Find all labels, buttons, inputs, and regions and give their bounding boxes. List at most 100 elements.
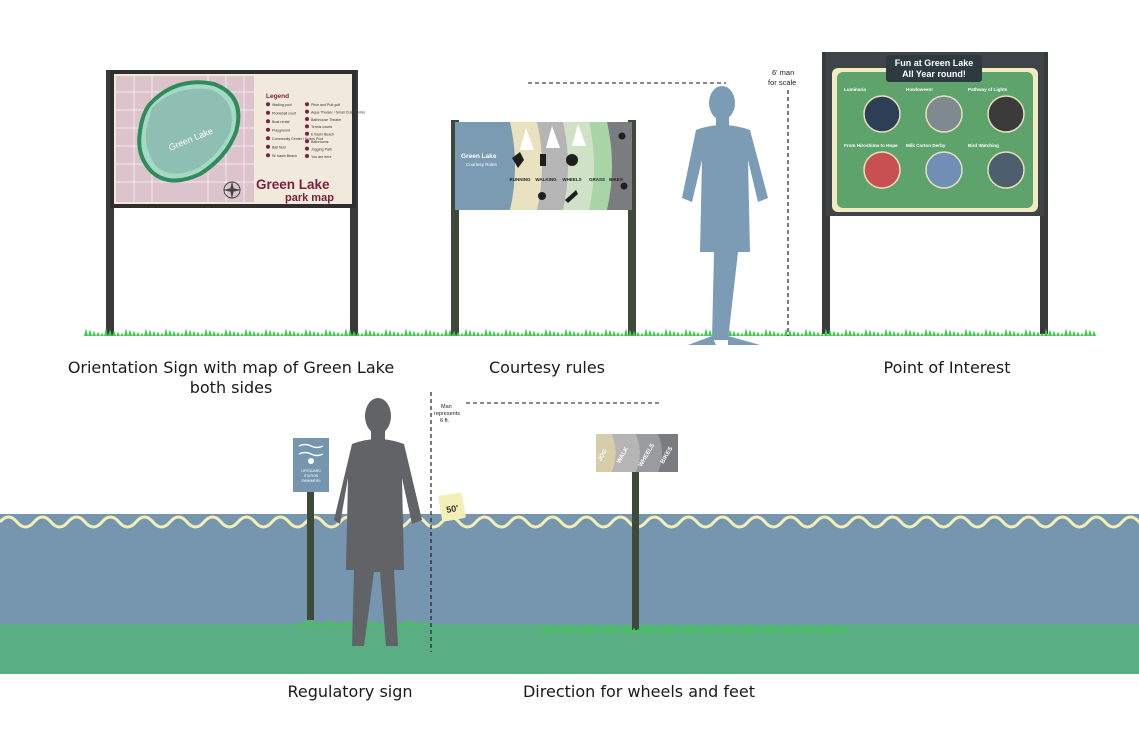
poi-panel-label: Bird Watching — [968, 143, 999, 148]
poi-panel-image — [987, 95, 1025, 133]
legend-marker-icon — [266, 119, 270, 124]
courtesy-post-left — [451, 120, 459, 336]
caption-regulatory: Regulatory sign — [287, 682, 413, 701]
courtesy-title-block — [455, 122, 520, 210]
poi-panel-image — [925, 95, 963, 133]
legend-item: Community Center / Evans Pool — [272, 137, 323, 141]
walker-icon — [540, 154, 546, 166]
scale-note-line1: 6' man — [772, 68, 794, 77]
swimmer-icon — [308, 458, 314, 464]
regulatory-panel — [293, 438, 329, 492]
regulatory-line: STATION — [304, 474, 319, 478]
courtesy-band-label: BIKES — [609, 177, 623, 182]
legend-marker-icon — [305, 154, 309, 158]
legend-item: Pickleball court — [272, 112, 296, 116]
legend-marker-icon — [266, 144, 270, 149]
legend-marker-icon — [305, 102, 309, 107]
caption-orientation: Orientation Sign with map of Green Lake … — [60, 358, 402, 398]
caption-point-of-interest: Point of Interest — [883, 358, 1011, 377]
courtesy-subtitle: Courtesy Rules — [466, 162, 498, 167]
wave-icon — [298, 443, 324, 449]
lawn-strip — [0, 624, 1139, 674]
poi-panel-label: Howloween! — [906, 87, 933, 92]
bike-wheel-icon — [618, 132, 626, 140]
courtesy-arrows — [520, 124, 586, 150]
courtesy-band-label: WALKING — [535, 177, 557, 182]
caption-orientation-line2: both sides — [189, 378, 273, 397]
man-silhouette-gray — [334, 398, 422, 646]
legend-marker-icon — [305, 109, 309, 114]
wave-icon — [298, 451, 324, 457]
legend-item: Aqua Theater / Small Craft Center — [311, 110, 366, 114]
poi-panel-image — [863, 151, 901, 189]
arrow-up-icon — [546, 126, 560, 148]
skateboard-icon — [565, 190, 578, 203]
poi-panel-label: Pathway of Lights — [968, 87, 1008, 92]
courtesy-post-right — [628, 120, 636, 336]
band-walking — [537, 122, 573, 210]
band-walk — [612, 434, 640, 472]
runner-icon — [512, 152, 524, 168]
poi-subtitle: All Year round! — [902, 69, 966, 79]
courtesy-title: Green Lake — [461, 153, 497, 160]
legend-marker-icon — [266, 153, 270, 158]
caption-courtesy: Courtesy rules — [488, 358, 606, 377]
arrow-up-icon — [572, 124, 586, 146]
band-running — [510, 122, 547, 210]
legend-marker-icon — [305, 139, 309, 144]
legend-item: W. basin Beach — [272, 154, 297, 158]
lake-scene — [0, 514, 1139, 674]
legend-title: Legend — [266, 93, 289, 100]
legend-item: Bathrooms — [311, 140, 329, 144]
grass-tuft — [540, 625, 848, 632]
legend-marker-icon — [305, 124, 309, 129]
regulatory-line: LIFEGUARD — [301, 469, 321, 473]
legend-item: You are here — [311, 155, 331, 159]
band-wheels — [636, 434, 662, 472]
legend-marker-icon — [266, 127, 270, 132]
poi-panel-image — [987, 151, 1025, 189]
poi-sign: Fun at Green Lake All Year round! Lumina… — [822, 52, 1048, 334]
stroller-icon — [566, 154, 578, 166]
legend-item: Wading pool — [272, 103, 292, 107]
lake-water — [0, 514, 1139, 626]
legend-marker-icon — [266, 102, 270, 107]
legend-marker-icon — [305, 117, 309, 121]
activity-icons — [512, 132, 628, 203]
legend-marker-icon — [266, 136, 270, 141]
scale-marker-top: 6' man for scale — [528, 68, 796, 336]
courtesy-band-label: WHEELS — [562, 177, 581, 182]
arrow-up-icon — [520, 128, 534, 150]
compass-needle-icon — [223, 181, 241, 199]
caption-direction: Direction for wheels and feet — [522, 682, 755, 701]
poi-panel-image — [863, 95, 901, 133]
man-rep-line2: represents — [434, 411, 460, 417]
distance-tag — [438, 492, 466, 522]
wave-line — [0, 515, 1139, 529]
legend-item: Boat rental — [272, 120, 290, 124]
scale-note-line2: for scale — [768, 78, 796, 87]
orientation-sign: Green Lake Legend Wading poolPickleball … — [106, 70, 366, 336]
map-lake-water — [145, 88, 232, 174]
legend-item: Ball field — [272, 146, 286, 150]
bike-wheel-small-icon — [620, 182, 628, 190]
man-rep-line3: 6 ft. — [440, 418, 450, 424]
band-jog — [596, 434, 616, 472]
courtesy-band-label: GRASS — [589, 177, 605, 182]
legend-marker-icon — [305, 131, 309, 136]
grass-tuft — [84, 328, 1096, 336]
band-wheels — [563, 122, 599, 210]
band-grass — [589, 122, 617, 210]
poi-panel-image — [925, 151, 963, 189]
caption-orientation-line1: Orientation Sign with map of Green Lake — [67, 358, 395, 377]
poi-panel-label: Milk Carton Derby — [906, 143, 946, 148]
legend-marker-icon — [305, 146, 309, 151]
man-rep-line1: Man — [441, 404, 452, 410]
